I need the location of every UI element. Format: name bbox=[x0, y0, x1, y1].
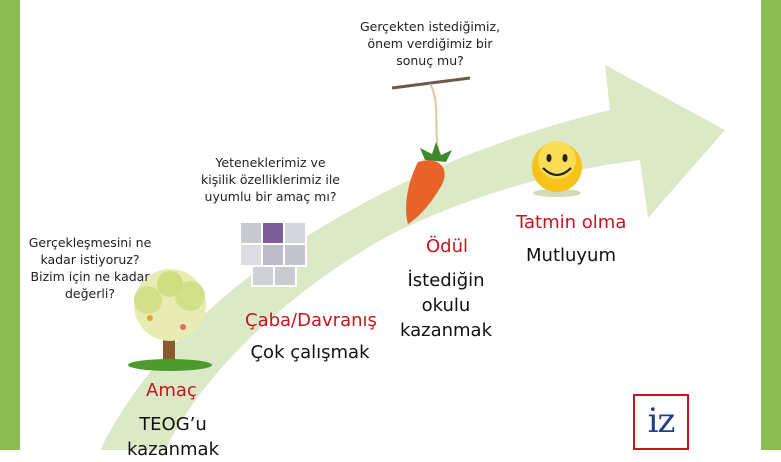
stage-text-satisfaction: Mutluyum bbox=[526, 245, 616, 266]
tree-icon bbox=[128, 269, 212, 371]
question-goal: Gerçekleşmesini ne kadar istiyoruz? Bizi… bbox=[28, 235, 152, 301]
carrot-on-stick-icon bbox=[391, 76, 471, 224]
question-effort: Yeteneklerimiz ve kişilik özelliklerimiz… bbox=[200, 155, 340, 204]
stage-title-goal: Amaç bbox=[146, 380, 197, 401]
stage-title-reward: Ödül bbox=[426, 236, 469, 257]
puzzle-icon bbox=[239, 221, 307, 287]
question-reward: Gerçekten istediğimiz, önem verdiğimiz b… bbox=[359, 19, 501, 68]
iz-logo: iz bbox=[633, 394, 689, 450]
smiley-icon bbox=[532, 141, 582, 197]
stage-text-reward: İstediğin okulu kazanmak bbox=[399, 270, 492, 341]
stage-text-effort: Çok çalışmak bbox=[250, 342, 370, 363]
diagram-graphics bbox=[100, 65, 725, 450]
right-frame-bar bbox=[761, 0, 781, 450]
left-frame-bar bbox=[0, 0, 20, 450]
stage-title-effort: Çaba/Davranış bbox=[245, 310, 377, 331]
stage-title-satisfaction: Tatmin olma bbox=[516, 212, 627, 233]
stage-text-goal: TEOG’u kazanmak bbox=[126, 414, 219, 460]
